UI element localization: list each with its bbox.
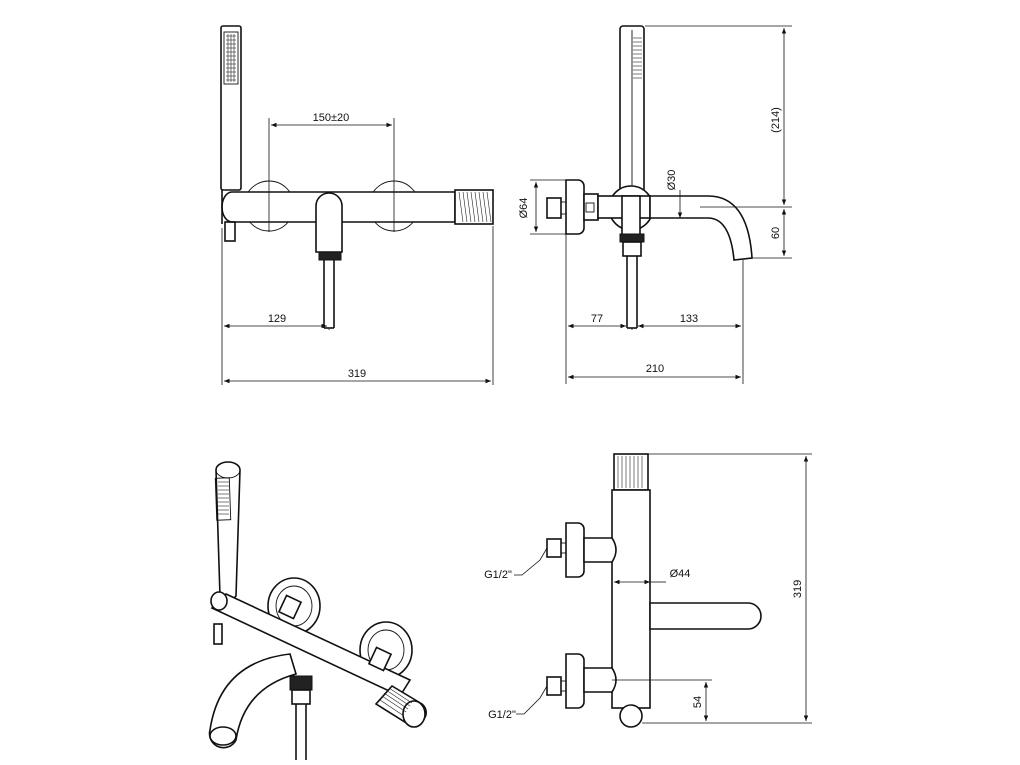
- thread-label-top: G1/2": [484, 569, 512, 581]
- side-view: Ø64 (214) Ø30 60 77 133 210: [518, 25, 792, 384]
- dim-64: Ø64: [518, 198, 530, 219]
- dim-54: 54: [692, 696, 704, 708]
- front-view: 150±20 129 319: [220, 25, 494, 385]
- hand-shower-front: [220, 25, 242, 191]
- rear-view: Ø44 319 54 G1/2" G1/2": [484, 453, 812, 728]
- dim-319-top: 319: [348, 368, 366, 380]
- dim-133: 133: [680, 313, 698, 325]
- dim-150: 150±20: [313, 112, 350, 124]
- dim-319-side: 319: [792, 580, 804, 598]
- perspective-view: [208, 461, 427, 760]
- dim-30: Ø30: [666, 170, 678, 191]
- dim-129: 129: [268, 313, 286, 325]
- dim-210: 210: [646, 363, 664, 375]
- thread-label-bottom: G1/2": [488, 709, 516, 721]
- dim-60: 60: [770, 227, 782, 239]
- dim-77: 77: [591, 313, 603, 325]
- dim-214: (214): [770, 107, 782, 133]
- dim-44: Ø44: [670, 568, 691, 580]
